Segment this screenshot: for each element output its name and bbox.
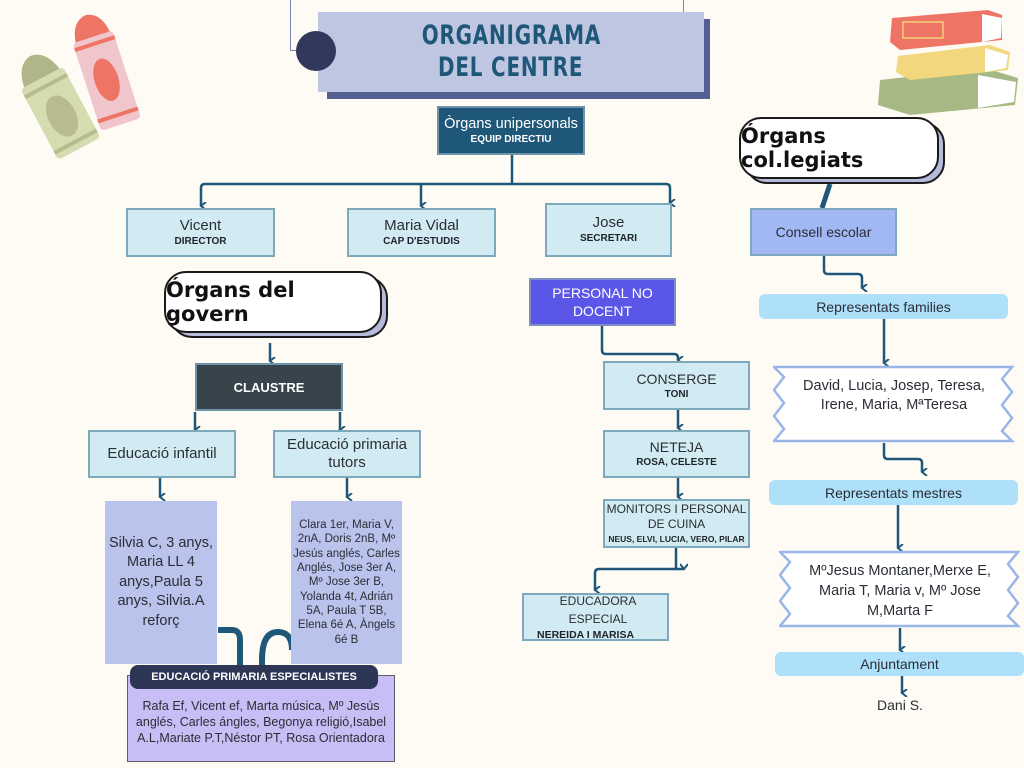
- members-text: Silvia C, 3 anys, Maria LL 4 anys,Paula …: [109, 534, 213, 629]
- representants-families-label: Representats families: [759, 294, 1008, 319]
- ajuntament-member: Dani S.: [877, 697, 923, 713]
- node-conserge: CONSERGE TONI: [603, 361, 750, 410]
- title-dot: [296, 31, 336, 71]
- no-docent-title: PERSONAL NO DOCENT: [552, 285, 653, 319]
- node-name: MONITORS I PERSONAL DE CUINA: [606, 501, 747, 531]
- node-name: Maria Vidal: [384, 216, 459, 234]
- families-members-box: [773, 365, 1015, 443]
- node-name: Educació infantil: [107, 445, 217, 462]
- head-node-role: EQUIP DIRECTIU: [470, 133, 552, 145]
- node-name: EDUCADORA ESPECIAL: [559, 594, 637, 626]
- page-title: ORGANIGRAMA DEL CENTRE: [318, 12, 704, 92]
- node-neteja: NETEJA ROSA, CELESTE: [603, 430, 750, 478]
- members-text: MºJesus Montaner,Merxe E, Maria T, Maria…: [809, 563, 991, 619]
- books-illustration: [878, 10, 1018, 115]
- node-educacio-infantil: Educació infantil: [88, 430, 236, 478]
- especialistes-label: EDUCACIÓ PRIMARIA ESPECIALISTES: [130, 665, 378, 689]
- node-name: Vicent: [179, 216, 222, 234]
- node-educacio-primaria: Educació primaria tutors: [273, 430, 421, 478]
- members-text: Rafa Ef, Vicent ef, Marta música, Mº Jes…: [135, 699, 387, 745]
- node-role: NEREIDA I MARISA: [537, 629, 635, 641]
- ajuntament-label: Anjuntament: [775, 652, 1024, 676]
- title-line-2: DEL CENTRE: [438, 52, 584, 83]
- no-docent-heading: PERSONAL NO DOCENT: [529, 278, 676, 326]
- mestres-members: MºJesus Montaner,Merxe E, Maria T, Maria…: [779, 550, 1021, 628]
- node-monitors: MONITORS I PERSONAL DE CUINA NEUS, ELVI,…: [603, 499, 750, 548]
- node-name: Jose: [592, 214, 625, 231]
- node-educadora-especial: EDUCADORA ESPECIAL NEREIDA I MARISA: [522, 593, 669, 641]
- representants-mestres-label: Representats mestres: [769, 480, 1018, 505]
- primaria-members: Clara 1er, Maria V, 2nA, Doris 2nB, Mº J…: [291, 501, 402, 664]
- node-role: DIRECTOR: [174, 235, 227, 247]
- crayons-illustration: [21, 14, 141, 159]
- especialistes-members: Rafa Ef, Vicent ef, Marta música, Mº Jes…: [127, 675, 395, 762]
- infantil-members: Silvia C, 3 anys, Maria LL 4 anys,Paula …: [105, 501, 217, 664]
- node-name: NETEJA: [649, 439, 704, 455]
- node-name: Consell escolar: [775, 224, 872, 240]
- consell-escolar-node: Consell escolar: [750, 208, 897, 256]
- members-text: David, Lucia, Josep, Teresa, Irene, Mari…: [803, 378, 985, 413]
- node-role: CAP D'ESTUDIS: [383, 235, 460, 247]
- members-text: Clara 1er, Maria V, 2nA, Doris 2nB, Mº J…: [293, 519, 400, 646]
- head-node-name: Òrgans unipersonals: [444, 115, 578, 132]
- families-members: David, Lucia, Josep, Teresa, Irene, Mari…: [773, 365, 1015, 443]
- node-name: CONSERGE: [636, 370, 717, 387]
- node-secretari: Jose SECRETARI: [545, 203, 672, 257]
- govern-heading: Órgans del govern: [164, 271, 382, 333]
- node-role: ROSA, CELESTE: [636, 457, 717, 468]
- mestres-members-box: [779, 550, 1021, 628]
- node-name: Educació primaria tutors: [286, 436, 408, 471]
- especialistes-title: EDUCACIÓ PRIMARIA ESPECIALISTES: [151, 671, 357, 683]
- node-role: NEUS, ELVI, LUCIA, VERO, PILAR: [608, 533, 745, 544]
- claustre-label: CLAUSTRE: [233, 379, 305, 395]
- node-director: Vicent DIRECTOR: [126, 208, 275, 257]
- title-line-1: ORGANIGRAMA: [421, 20, 601, 51]
- claustre-node: CLAUSTRE: [195, 363, 343, 411]
- node-role: SECRETARI: [579, 233, 638, 244]
- head-node-equip-directiu: Òrgans unipersonals EQUIP DIRECTIU: [437, 106, 585, 155]
- node-cap-estudis: Maria Vidal CAP D'ESTUDIS: [347, 208, 496, 257]
- collegiats-heading: Órgans col.legiats: [739, 117, 939, 179]
- node-role: TONI: [664, 388, 689, 400]
